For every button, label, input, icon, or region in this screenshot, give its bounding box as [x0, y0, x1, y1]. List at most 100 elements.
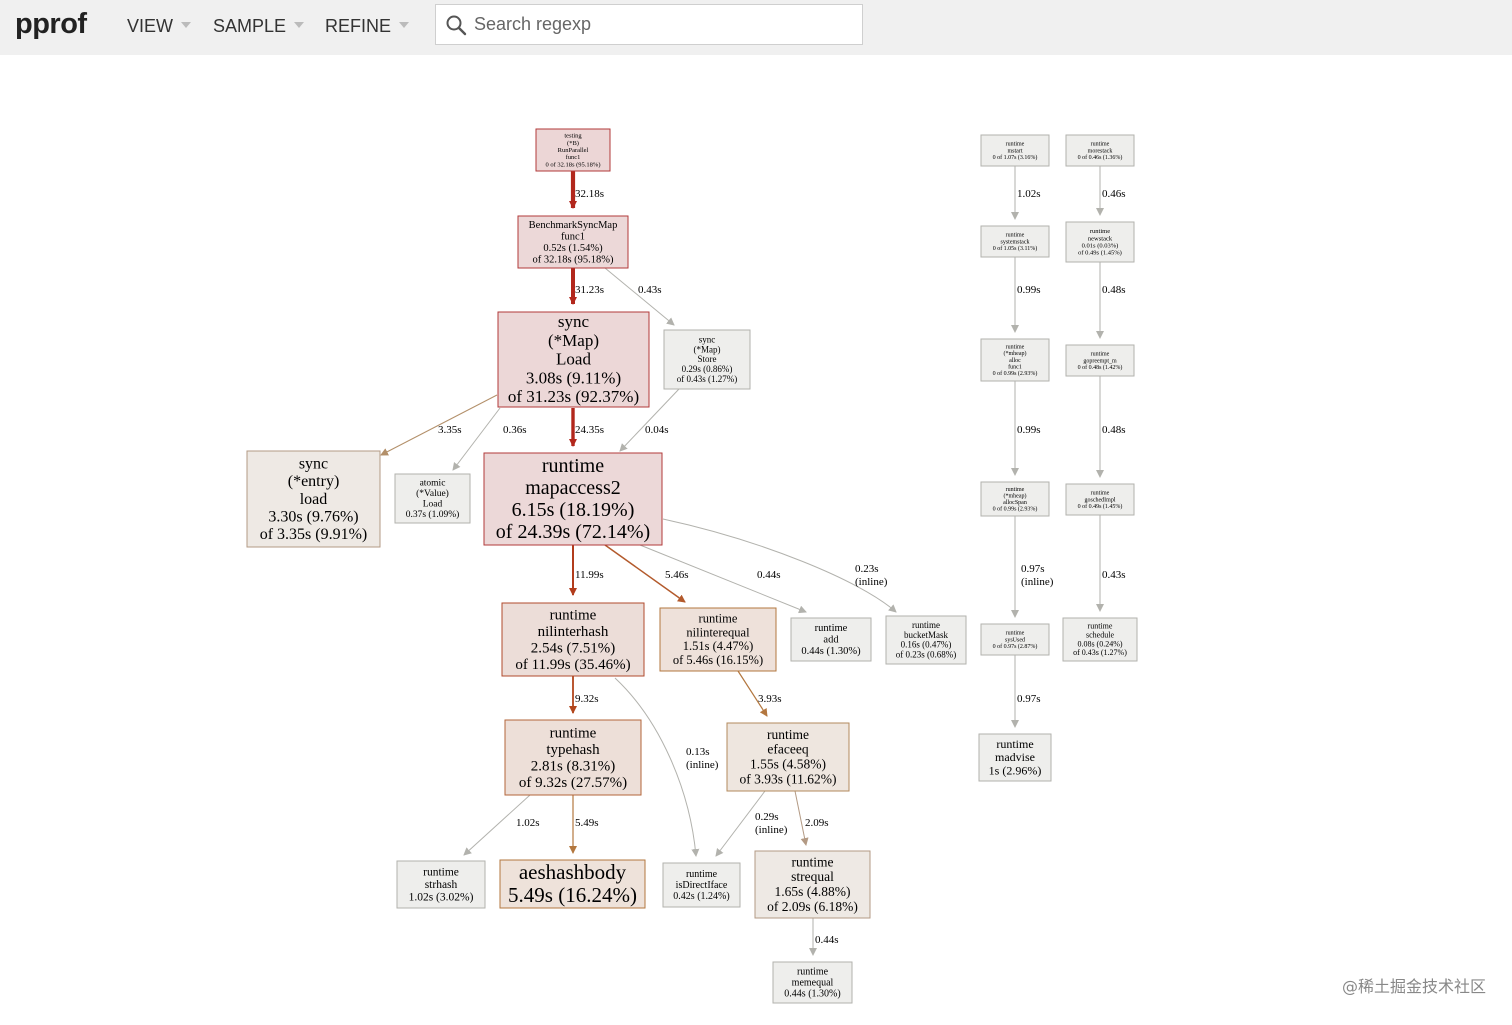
refine-menu[interactable]: REFINE: [325, 16, 410, 37]
edge-label: 5.46s: [665, 569, 689, 581]
edge-load-to-atomicload[interactable]: 0.36s: [452, 407, 527, 471]
node-label-line: of 5.46s (16.15%): [673, 653, 763, 667]
edge-label: 2.09s: [805, 817, 829, 829]
edge-runparallel-to-bench[interactable]: 32.18s: [569, 171, 604, 209]
view-menu[interactable]: VIEW: [127, 16, 192, 37]
node-label-line: of 3.93s (11.62%): [740, 771, 837, 786]
node-label-line: goschedImpl: [1085, 497, 1116, 503]
node-label-line: Load: [423, 500, 443, 510]
edge-load-to-entryload[interactable]: 3.35s: [380, 394, 498, 456]
search-input[interactable]: [474, 5, 854, 44]
edge-mapaccess2-to-bucketmask[interactable]: 0.23s(inline): [662, 518, 897, 613]
edge-typehash-to-strhash[interactable]: 1.02s: [463, 794, 540, 856]
node-label-line: 0.01s (0.03%): [1082, 243, 1119, 250]
edge-efaceeq-to-isdirectiface[interactable]: 0.29s(inline): [715, 790, 788, 857]
node-label-line: 0.16s (0.47%): [901, 640, 952, 650]
edge-typehash-to-aeshashbody[interactable]: 5.49s: [569, 795, 599, 854]
edge-morestack-to-newstack[interactable]: 0.46s: [1096, 166, 1126, 216]
edge-load-to-mapaccess2[interactable]: 24.35s: [569, 408, 604, 447]
watermark: @稀土掘金技术社区: [1341, 977, 1486, 996]
sample-menu[interactable]: SAMPLE: [213, 16, 305, 37]
node-label-line: (*Map): [694, 344, 721, 354]
edge-bench-to-load[interactable]: 31.23s: [569, 268, 604, 305]
edge-strequal-to-memequal[interactable]: 0.44s: [809, 918, 839, 956]
app-logo[interactable]: pprof: [15, 8, 87, 40]
search-box[interactable]: [435, 4, 863, 45]
node-label-line: 0 of 1.07s (3.16%): [993, 154, 1038, 161]
node-box: [1065, 483, 1135, 516]
edge-sysused-to-madvise[interactable]: 0.97s: [1011, 655, 1041, 728]
edge-mapaccess2-to-nilinterequal[interactable]: 5.46s: [604, 544, 689, 603]
edge-efaceeq-to-strequal[interactable]: 2.09s: [794, 790, 829, 846]
node-label-line: 1s (2.96%): [989, 763, 1042, 777]
edge-store-to-mapaccess2[interactable]: 0.04s: [619, 388, 680, 452]
node-label-line: bucketMask: [904, 630, 948, 640]
edge-newstack-to-gopreempt[interactable]: 0.48s: [1096, 262, 1126, 339]
edge-line: [715, 790, 766, 857]
edge-mapaccess2-to-add[interactable]: 0.44s: [639, 544, 807, 614]
edge-gopreempt-to-goschedimpl[interactable]: 0.48s: [1096, 376, 1126, 478]
edge-allocspan-to-sysused[interactable]: 0.97s(inline): [1011, 516, 1054, 618]
node-box: [980, 481, 1050, 517]
edge-nilinterequal-to-efaceeq[interactable]: 3.93s: [737, 670, 782, 717]
edge-nilinterhash-to-isdirectiface[interactable]: 0.13s(inline): [614, 677, 719, 857]
edge-goschedimpl-to-schedule[interactable]: 0.43s: [1096, 515, 1126, 612]
edge-label: (inline): [686, 759, 719, 771]
edge-nilinterhash-to-typehash[interactable]: 9.32s: [569, 676, 599, 714]
edge-label: 0.23s: [855, 563, 879, 575]
node-label-line: 0 of 0.99s (2.93%): [993, 506, 1038, 513]
edge-mheapalloc-to-allocspan[interactable]: 0.99s: [1011, 381, 1041, 476]
node-label-line: func1: [566, 154, 581, 161]
node-label-line: (*B): [567, 140, 579, 147]
view-menu-label: VIEW: [127, 16, 174, 36]
edge-mstart-to-systemstack[interactable]: 1.02s: [1011, 166, 1041, 220]
node-label-line: 1.55s (4.58%): [750, 756, 826, 771]
node-box: [726, 722, 850, 792]
node-box: [980, 225, 1050, 258]
node-label-line: aeshashbody: [519, 860, 627, 884]
edge-mapaccess2-to-nilinterhash[interactable]: 11.99s: [569, 545, 604, 596]
node-label-line: of 24.39s (72.14%): [496, 521, 650, 543]
node-label-line: 0 of 0.49s (1.45%): [1078, 503, 1123, 510]
node-label-line: memequal: [792, 978, 834, 989]
node-label-line: add: [823, 635, 839, 646]
node-label-line: 2.54s (7.51%): [531, 640, 616, 656]
node-label-line: runtime: [1006, 142, 1025, 148]
node-label-line: 0 of 32.18s (95.18%): [545, 161, 600, 168]
edge-bench-to-store[interactable]: 0.43s: [604, 267, 675, 326]
node-label-line: sync: [558, 312, 590, 331]
chevron-down-icon: [181, 22, 192, 29]
edge-systemstack-to-mheapalloc[interactable]: 0.99s: [1011, 257, 1041, 333]
node-label-line: 0 of 1.05s (3.11%): [993, 245, 1038, 252]
